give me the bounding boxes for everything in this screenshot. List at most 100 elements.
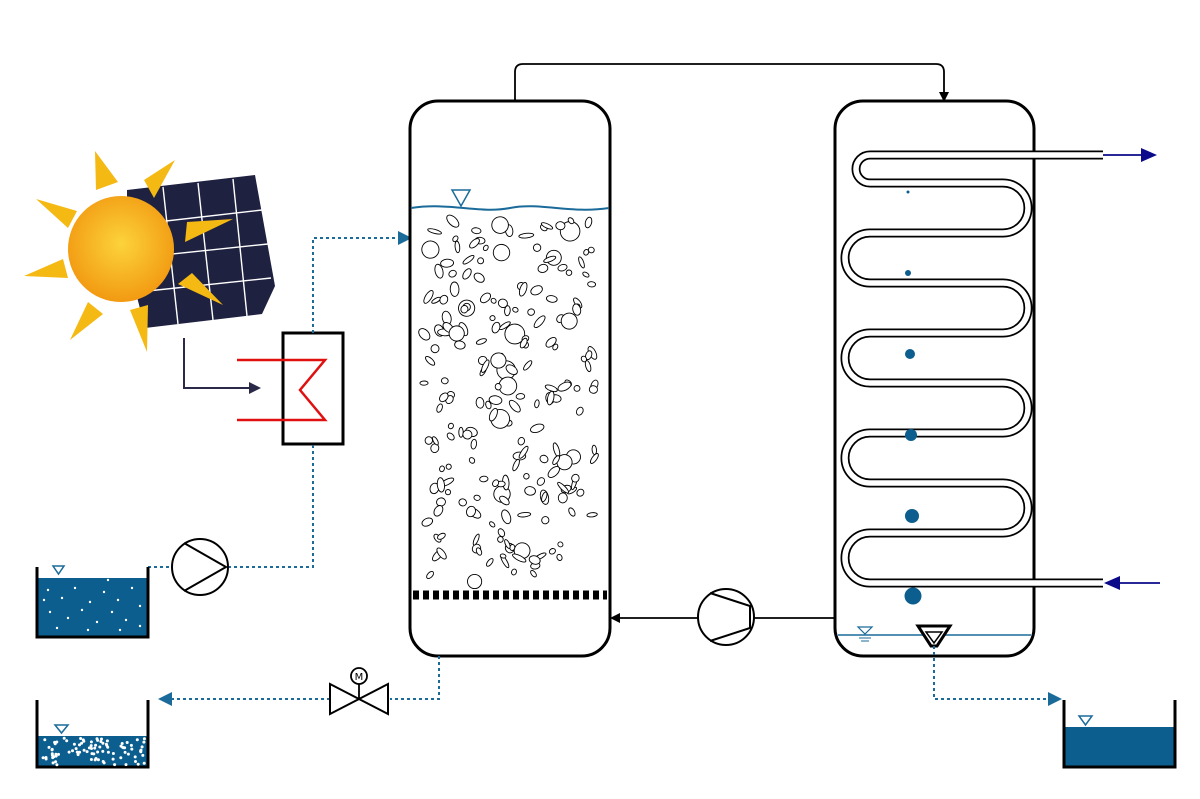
bubble <box>530 423 545 434</box>
residue-particle <box>142 740 146 744</box>
bubble <box>560 312 578 330</box>
bubble <box>475 396 485 409</box>
feed-line <box>148 231 412 568</box>
bottoms-line <box>390 656 440 700</box>
bubble <box>497 528 506 538</box>
residue-particle <box>119 756 123 760</box>
residue-particle <box>43 738 47 742</box>
residue-particle <box>94 743 98 747</box>
bubble <box>468 457 476 464</box>
residue-particle <box>142 737 146 741</box>
residue-particle <box>104 742 108 746</box>
residue-particle <box>101 741 105 745</box>
feed-pump <box>171 538 229 596</box>
residue-particle <box>90 752 94 756</box>
bubble <box>504 539 511 549</box>
bubble <box>462 254 475 265</box>
feed-tank <box>35 565 150 639</box>
residue-particle <box>106 750 110 754</box>
bubble <box>543 255 557 263</box>
liquid-level-icon <box>856 626 874 642</box>
bubble <box>481 359 490 373</box>
bubble <box>497 536 504 543</box>
bubble <box>434 263 444 279</box>
bubble <box>508 399 521 413</box>
residue-particle <box>85 750 89 754</box>
bubble <box>578 256 585 269</box>
bubble <box>552 455 560 466</box>
residue-particle <box>78 750 82 754</box>
bubble <box>479 292 492 304</box>
residue-particle <box>54 752 58 756</box>
bubble <box>472 533 480 546</box>
bubble <box>504 323 526 345</box>
bubble <box>512 306 519 313</box>
bubble <box>541 516 550 525</box>
bubble <box>430 344 440 354</box>
residue-particle <box>125 741 129 744</box>
bubble <box>588 385 598 394</box>
bubble <box>530 570 537 578</box>
residue-particle <box>140 745 144 749</box>
bubble <box>512 458 520 472</box>
bubble <box>421 517 434 527</box>
bubble <box>475 338 487 345</box>
bubble <box>572 303 582 316</box>
bubble <box>489 315 496 322</box>
bubble <box>587 246 595 254</box>
bubble <box>490 297 497 304</box>
residue-particle <box>54 760 58 764</box>
bubble <box>467 573 483 590</box>
residue-tank <box>35 700 150 769</box>
recycle-pump <box>697 588 755 646</box>
bubble <box>424 436 433 445</box>
bubble <box>491 216 509 234</box>
bubble <box>539 454 549 464</box>
bubble <box>490 352 507 369</box>
coil-condenser <box>833 99 1103 658</box>
bubble <box>568 507 576 517</box>
residue-particle <box>47 745 51 749</box>
residue-particle <box>122 746 125 750</box>
residue-particle <box>101 760 105 763</box>
residue-particle <box>130 747 134 751</box>
bubble <box>557 381 572 392</box>
bubble <box>557 492 568 504</box>
bubble <box>546 390 555 406</box>
bubble <box>504 305 511 317</box>
residue-particle <box>136 762 140 766</box>
residue-particle <box>82 748 86 752</box>
residue-particle <box>50 748 54 752</box>
bubble <box>499 553 507 559</box>
sun-icon <box>24 151 233 352</box>
bubble <box>524 486 536 496</box>
bubble <box>555 221 566 231</box>
residue-particle <box>74 747 78 751</box>
bubble <box>425 355 436 366</box>
residue-particle <box>111 752 115 755</box>
bubble <box>466 505 476 518</box>
bubble <box>447 422 454 430</box>
residue-particle <box>78 743 81 747</box>
bubble <box>541 491 548 503</box>
bubble <box>440 258 455 268</box>
bubble <box>523 360 533 371</box>
residue-particle <box>129 743 133 747</box>
bubble <box>567 217 575 225</box>
bubble <box>433 505 444 517</box>
bubble <box>545 295 558 303</box>
residue-particle <box>113 763 117 767</box>
liquid-level-icon <box>450 189 472 208</box>
bubble <box>470 438 478 450</box>
bubble <box>492 479 500 488</box>
bubble <box>576 488 585 497</box>
bubble <box>573 385 581 392</box>
residue-particle <box>124 763 128 767</box>
bubble <box>517 511 532 518</box>
residue-particle <box>87 746 91 750</box>
bubble <box>454 340 466 350</box>
bubble <box>528 555 541 565</box>
bubble <box>582 271 590 278</box>
residue-particle <box>95 737 99 741</box>
residue-particle <box>71 749 74 753</box>
